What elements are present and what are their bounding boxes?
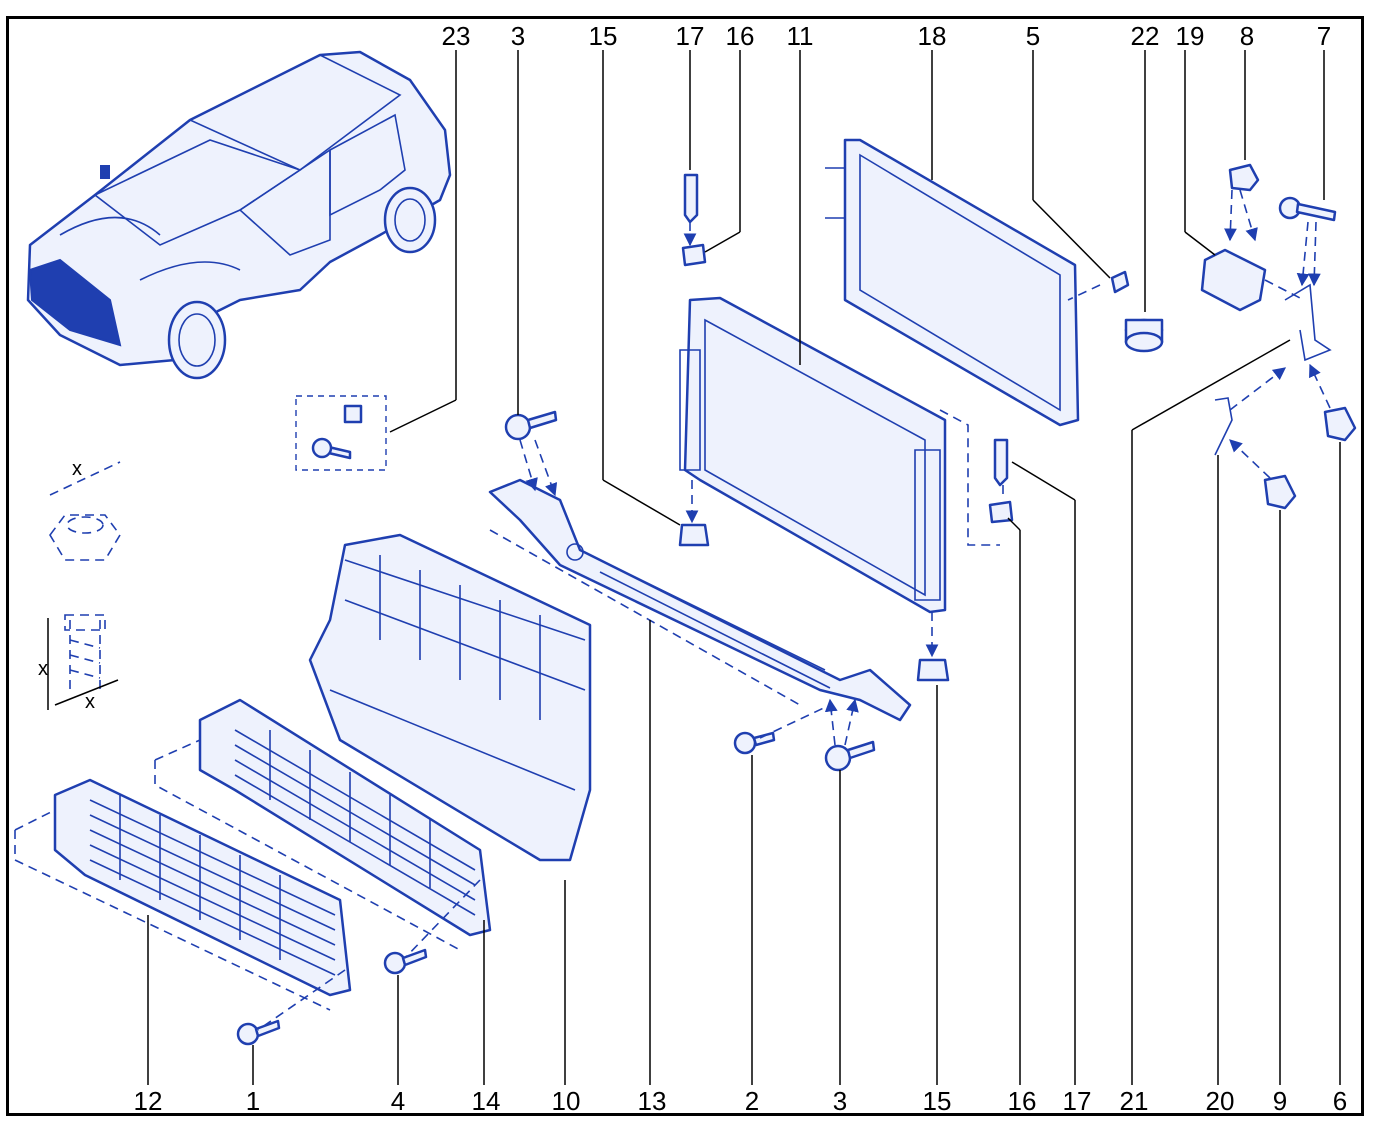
rubber-mount-icon <box>678 318 1164 682</box>
callout-label: 16 <box>1008 1086 1037 1116</box>
callout-label: 21 <box>1120 1086 1149 1116</box>
dimension-label-2: x <box>38 658 48 680</box>
callout-label: 5 <box>1026 21 1040 51</box>
callout-label: 10 <box>552 1086 581 1116</box>
callout-label: 2 <box>745 1086 759 1116</box>
sensor-icon <box>1200 248 1332 456</box>
upper-grille-shutter-icon <box>198 698 492 937</box>
callout-label: 16 <box>726 21 755 51</box>
lower-grille-shutter-icon <box>53 778 352 997</box>
vehicle-overview-icon <box>26 50 452 380</box>
front-crossmember-icon <box>488 478 912 722</box>
callout-label: 17 <box>676 21 705 51</box>
dimension-label-3: x <box>85 691 95 713</box>
callout-label: 1 <box>246 1086 260 1116</box>
callout-label: 9 <box>1273 1086 1287 1116</box>
dimension-label: x <box>72 458 82 480</box>
callout-label: 23 <box>442 21 471 51</box>
callouts-top: 23 3 15 17 16 11 18 5 22 19 8 7 <box>442 21 1332 51</box>
callouts-bottom: 12 1 4 14 10 13 2 3 15 16 17 21 20 9 6 <box>134 1086 1348 1116</box>
fastener-kit-23 <box>295 395 387 471</box>
callout-label: 3 <box>833 1086 847 1116</box>
callout-label: 17 <box>1063 1086 1092 1116</box>
callout-label: 7 <box>1317 21 1331 51</box>
bolt-icon <box>236 196 1337 1046</box>
leader-lines <box>147 50 1341 1085</box>
nut-icon <box>1228 163 1357 510</box>
callout-label: 4 <box>391 1086 405 1116</box>
air-deflector-icon <box>308 533 592 862</box>
assembly-guides <box>257 189 1331 1031</box>
callout-label: 22 <box>1131 21 1160 51</box>
condenser-icon <box>825 138 1080 427</box>
clip-icon <box>683 173 1009 487</box>
callout-label: 20 <box>1206 1086 1235 1116</box>
callout-label: 3 <box>511 21 525 51</box>
callout-label: 8 <box>1240 21 1254 51</box>
radiator-icon <box>679 296 947 614</box>
callout-label: 11 <box>787 21 814 51</box>
callout-label: 6 <box>1333 1086 1347 1116</box>
callout-label: 15 <box>923 1086 952 1116</box>
callout-label: 18 <box>918 21 947 51</box>
callout-label: 12 <box>134 1086 163 1116</box>
callout-label: 19 <box>1176 21 1205 51</box>
callout-label: 14 <box>472 1086 501 1116</box>
bolt-dimension-detail: x x x <box>38 458 121 713</box>
callout-label: 13 <box>638 1086 667 1116</box>
bracket-icon <box>681 243 1014 524</box>
callout-label: 15 <box>589 21 618 51</box>
